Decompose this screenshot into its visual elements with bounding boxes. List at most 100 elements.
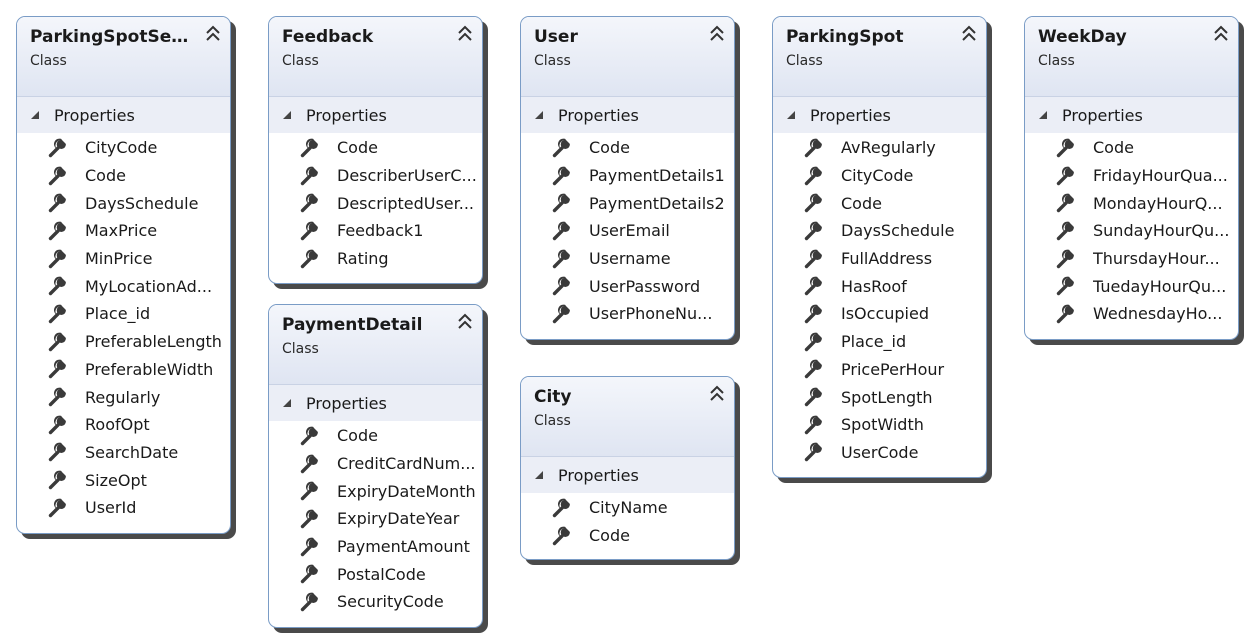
property-item[interactable]: TuedayHourQu... bbox=[1025, 272, 1238, 300]
property-item[interactable]: UserPhoneNu... bbox=[521, 300, 734, 328]
property-name: ExpiryDateYear bbox=[337, 509, 460, 529]
property-item[interactable]: Username bbox=[521, 245, 734, 273]
property-item[interactable]: PaymentAmount bbox=[269, 533, 482, 561]
property-item[interactable]: Place_id bbox=[773, 328, 986, 356]
property-item[interactable]: DescriberUserC... bbox=[269, 162, 482, 190]
property-item[interactable]: SizeOpt bbox=[17, 466, 230, 494]
property-item[interactable]: Rating bbox=[269, 245, 482, 273]
expand-triangle-icon[interactable] bbox=[786, 110, 796, 120]
property-item[interactable]: DescriptedUser... bbox=[269, 189, 482, 217]
property-item[interactable]: UserCode bbox=[773, 439, 986, 467]
properties-section-header[interactable]: Properties bbox=[269, 385, 482, 421]
expand-triangle-icon[interactable] bbox=[1038, 110, 1048, 120]
property-name: UserEmail bbox=[589, 221, 670, 241]
property-item[interactable]: MaxPrice bbox=[17, 217, 230, 245]
wrench-icon bbox=[552, 276, 571, 296]
property-item[interactable]: PreferableLength bbox=[17, 328, 230, 356]
property-item[interactable]: UserPassword bbox=[521, 272, 734, 300]
property-item[interactable]: Code bbox=[17, 162, 230, 190]
property-item[interactable]: SpotWidth bbox=[773, 411, 986, 439]
property-item[interactable]: MinPrice bbox=[17, 245, 230, 273]
property-item[interactable]: MondayHourQ... bbox=[1025, 189, 1238, 217]
expand-triangle-icon[interactable] bbox=[282, 110, 292, 120]
property-item[interactable]: Regularly bbox=[17, 383, 230, 411]
collapse-chevron-icon[interactable] bbox=[709, 385, 725, 403]
property-item[interactable]: Code bbox=[269, 422, 482, 450]
property-item[interactable]: ThursdayHour... bbox=[1025, 245, 1238, 273]
property-item[interactable]: PreferableWidth bbox=[17, 356, 230, 384]
property-item[interactable]: FridayHourQua... bbox=[1025, 162, 1238, 190]
property-item[interactable]: UserId bbox=[17, 494, 230, 522]
expand-triangle-icon[interactable] bbox=[30, 110, 40, 120]
expand-triangle-icon[interactable] bbox=[282, 398, 292, 408]
property-item[interactable]: Code bbox=[269, 134, 482, 162]
property-item[interactable]: ExpiryDateYear bbox=[269, 505, 482, 533]
property-item[interactable]: MyLocationAd... bbox=[17, 272, 230, 300]
properties-section-header[interactable]: Properties bbox=[521, 457, 734, 493]
wrench-icon bbox=[804, 304, 823, 324]
property-item[interactable]: ExpiryDateMonth bbox=[269, 477, 482, 505]
property-item[interactable]: SearchDate bbox=[17, 439, 230, 467]
property-item[interactable]: IsOccupied bbox=[773, 300, 986, 328]
property-item[interactable]: Code bbox=[521, 522, 734, 550]
property-item[interactable]: UserEmail bbox=[521, 217, 734, 245]
property-item[interactable]: PricePerHour bbox=[773, 356, 986, 384]
property-item[interactable]: DaysSchedule bbox=[17, 189, 230, 217]
wrench-icon bbox=[48, 498, 67, 517]
collapse-chevron-icon[interactable] bbox=[961, 25, 977, 43]
property-item[interactable]: SundayHourQu... bbox=[1025, 217, 1238, 245]
collapse-chevron-icon[interactable] bbox=[709, 25, 725, 43]
property-item[interactable]: PostalCode bbox=[269, 560, 482, 588]
property-item[interactable]: FullAddress bbox=[773, 245, 986, 273]
wrench-icon bbox=[552, 304, 571, 324]
collapse-chevron-icon[interactable] bbox=[457, 313, 473, 331]
property-item[interactable]: PaymentDetails1 bbox=[521, 162, 734, 190]
class-name: Feedback bbox=[282, 27, 374, 47]
property-item[interactable]: CityCode bbox=[17, 134, 230, 162]
collapse-chevron-icon[interactable] bbox=[1213, 25, 1229, 43]
property-item[interactable]: PaymentDetails2 bbox=[521, 189, 734, 217]
property-item[interactable]: Code bbox=[773, 189, 986, 217]
property-item[interactable]: HasRoof bbox=[773, 272, 986, 300]
properties-section-header[interactable]: Properties bbox=[1025, 97, 1238, 133]
property-item[interactable]: AvRegularly bbox=[773, 134, 986, 162]
property-item[interactable]: DaysSchedule bbox=[773, 217, 986, 245]
property-item[interactable]: WednesdayHo... bbox=[1025, 300, 1238, 328]
class-header[interactable]: ParkingSpotSea...Class bbox=[17, 17, 230, 97]
property-item[interactable]: Code bbox=[521, 134, 734, 162]
property-item[interactable]: Code bbox=[1025, 134, 1238, 162]
properties-section-header[interactable]: Properties bbox=[17, 97, 230, 133]
property-item[interactable]: Place_id bbox=[17, 300, 230, 328]
property-name: Code bbox=[337, 138, 378, 158]
property-name: PricePerHour bbox=[841, 359, 945, 379]
property-item[interactable]: CreditCardNum... bbox=[269, 450, 482, 478]
collapse-chevron-icon[interactable] bbox=[205, 25, 221, 43]
properties-section-header[interactable]: Properties bbox=[521, 97, 734, 133]
wrench-icon bbox=[1056, 276, 1075, 296]
collapse-chevron-icon[interactable] bbox=[457, 25, 473, 43]
expand-triangle-icon[interactable] bbox=[534, 470, 544, 480]
property-item[interactable]: Feedback1 bbox=[269, 217, 482, 245]
property-item[interactable]: RoofOpt bbox=[17, 411, 230, 439]
property-item[interactable]: CityName bbox=[521, 494, 734, 522]
property-item[interactable]: SecurityCode bbox=[269, 588, 482, 616]
property-item[interactable]: SpotLength bbox=[773, 383, 986, 411]
expand-triangle-icon[interactable] bbox=[534, 110, 544, 120]
property-name: Code bbox=[337, 426, 378, 446]
property-item[interactable]: CityCode bbox=[773, 162, 986, 190]
properties-section-header[interactable]: Properties bbox=[773, 97, 986, 133]
properties-section-header[interactable]: Properties bbox=[269, 97, 482, 133]
